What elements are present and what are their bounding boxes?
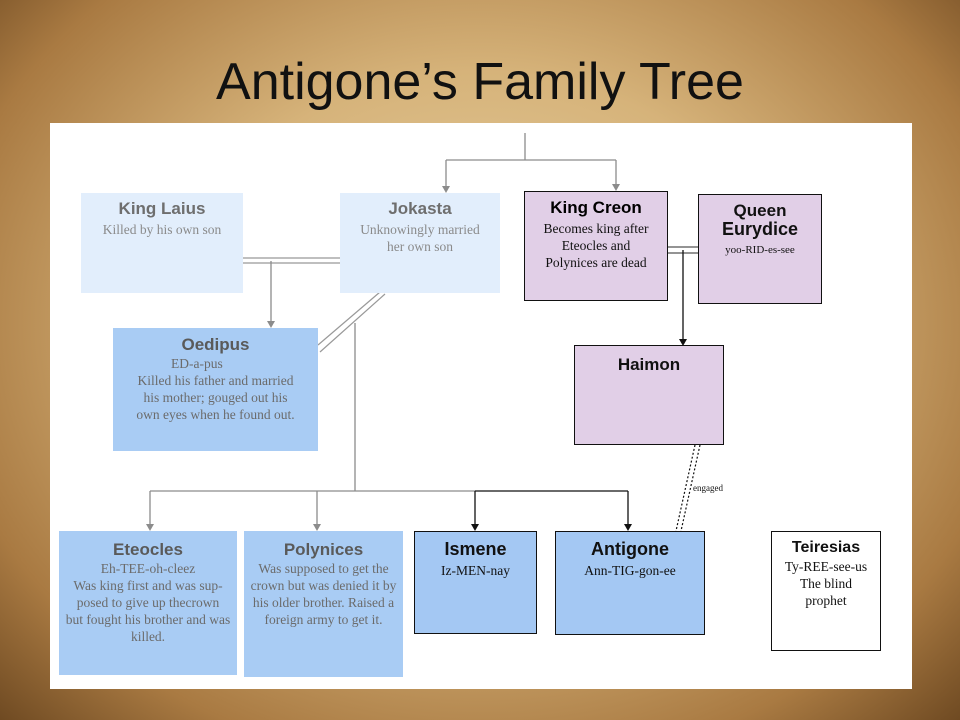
person-desc: Killed his father and married (137, 373, 294, 388)
person-desc: crown but was denied it by (250, 578, 397, 593)
jokasta-oedipus-marriage-line (317, 291, 386, 353)
person-desc: ED-a-pus (171, 356, 223, 371)
person-name: Antigone (591, 539, 669, 559)
person-desc: his older brother. Raised a (252, 595, 395, 610)
arrow-to-eteocles (146, 524, 154, 531)
person-desc: Ty-REE-see-us (784, 559, 868, 574)
person-desc: yoo-RID-es-see (725, 244, 795, 256)
person-desc: Was king first and was sup- (73, 578, 223, 593)
person-desc: killed. (130, 629, 166, 644)
person-name: Haimon (617, 355, 681, 374)
person-desc: Unknowingly married (360, 222, 480, 237)
person-ismene: Ismene Iz-MEN-nay (414, 531, 537, 634)
top-branch-connector (445, 133, 617, 189)
arrow-to-jokasta (442, 186, 450, 193)
person-name: King Laius (118, 199, 206, 218)
person-name: Queen (733, 201, 787, 220)
slide-title: Antigone’s Family Tree (216, 53, 744, 111)
person-desc: own eyes when he found out. (136, 407, 295, 422)
person-desc: The blind (799, 576, 853, 591)
person-antigone: Antigone Ann-TIG-gon-ee (555, 531, 705, 635)
person-jokasta: Jokasta Unknowingly married her own son (340, 193, 500, 293)
person-desc: Eteocles and (561, 238, 631, 253)
arrow-to-creon (612, 184, 620, 191)
person-haimon: Haimon (574, 345, 724, 445)
arrow-to-ismene (471, 524, 479, 531)
person-king-creon: King Creon Becomes king after Eteocles a… (524, 191, 668, 301)
person-desc: posed to give up thecrown (76, 595, 220, 610)
arrow-to-polynices (313, 524, 321, 531)
person-king-laius: King Laius Killed by his own son (81, 193, 243, 293)
person-desc: Eh-TEE-oh-cleez (100, 561, 196, 576)
person-name: Teiresias (791, 539, 861, 556)
person-polynices: Polynices Was supposed to get the crown … (244, 531, 403, 677)
person-desc: Was supposed to get the (258, 561, 389, 576)
engaged-label: engaged (693, 483, 723, 493)
person-desc: foreign army to get it. (264, 612, 383, 627)
person-desc: Killed by his own son (102, 222, 222, 237)
oedipus-children-branch-dark (474, 490, 629, 527)
engaged-line (675, 444, 701, 532)
arrow-to-haimon (679, 339, 687, 346)
person-desc: but fought his brother and was (65, 612, 231, 627)
person-desc: prophet (805, 593, 847, 608)
oedipus-children-branch (149, 490, 475, 527)
person-eteocles: Eteocles Eh-TEE-oh-cleez Was king first … (59, 531, 237, 675)
person-name: Polynices (283, 540, 364, 559)
person-desc: Polynices are dead (545, 255, 647, 270)
person-desc: Becomes king after (543, 221, 649, 236)
person-name: Oedipus (181, 335, 250, 354)
person-name: Jokasta (388, 199, 452, 218)
person-desc: Ann-TIG-gon-ee (584, 563, 676, 578)
person-name: Eteocles (113, 540, 183, 559)
person-oedipus: Oedipus ED-a-pus Killed his father and m… (113, 328, 318, 451)
person-desc: her own son (387, 239, 453, 254)
laius-jokasta-marriage-line (243, 257, 340, 264)
person-name: Eurydice (721, 219, 799, 239)
person-name: Ismene (444, 539, 507, 559)
person-queen-eurydice: Queen Eurydice yoo-RID-es-see (698, 194, 822, 304)
person-teiresias: Teiresias Ty-REE-see-us The blind prophe… (771, 531, 881, 651)
person-desc: Iz-MEN-nay (441, 563, 510, 578)
family-tree-diagram: engaged King Laius Killed by his own son… (50, 123, 912, 689)
person-desc: his mother; gouged out his (143, 390, 288, 405)
arrow-to-antigone (624, 524, 632, 531)
arrow-to-oedipus (267, 321, 275, 328)
person-name: King Creon (550, 198, 642, 217)
